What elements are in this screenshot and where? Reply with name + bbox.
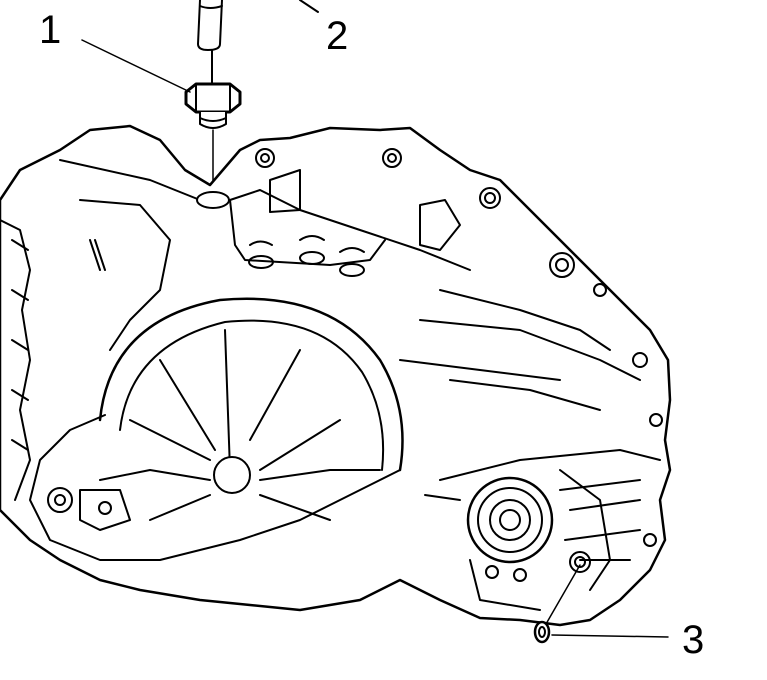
drain-plug — [533, 564, 581, 644]
vent-hose — [197, 0, 319, 51]
transmission-housing — [0, 124, 672, 627]
callout-1: 1 — [39, 8, 62, 52]
callout-2: 2 — [326, 14, 349, 58]
leader-lines — [81, 39, 669, 638]
callout-3: 3 — [682, 618, 705, 662]
